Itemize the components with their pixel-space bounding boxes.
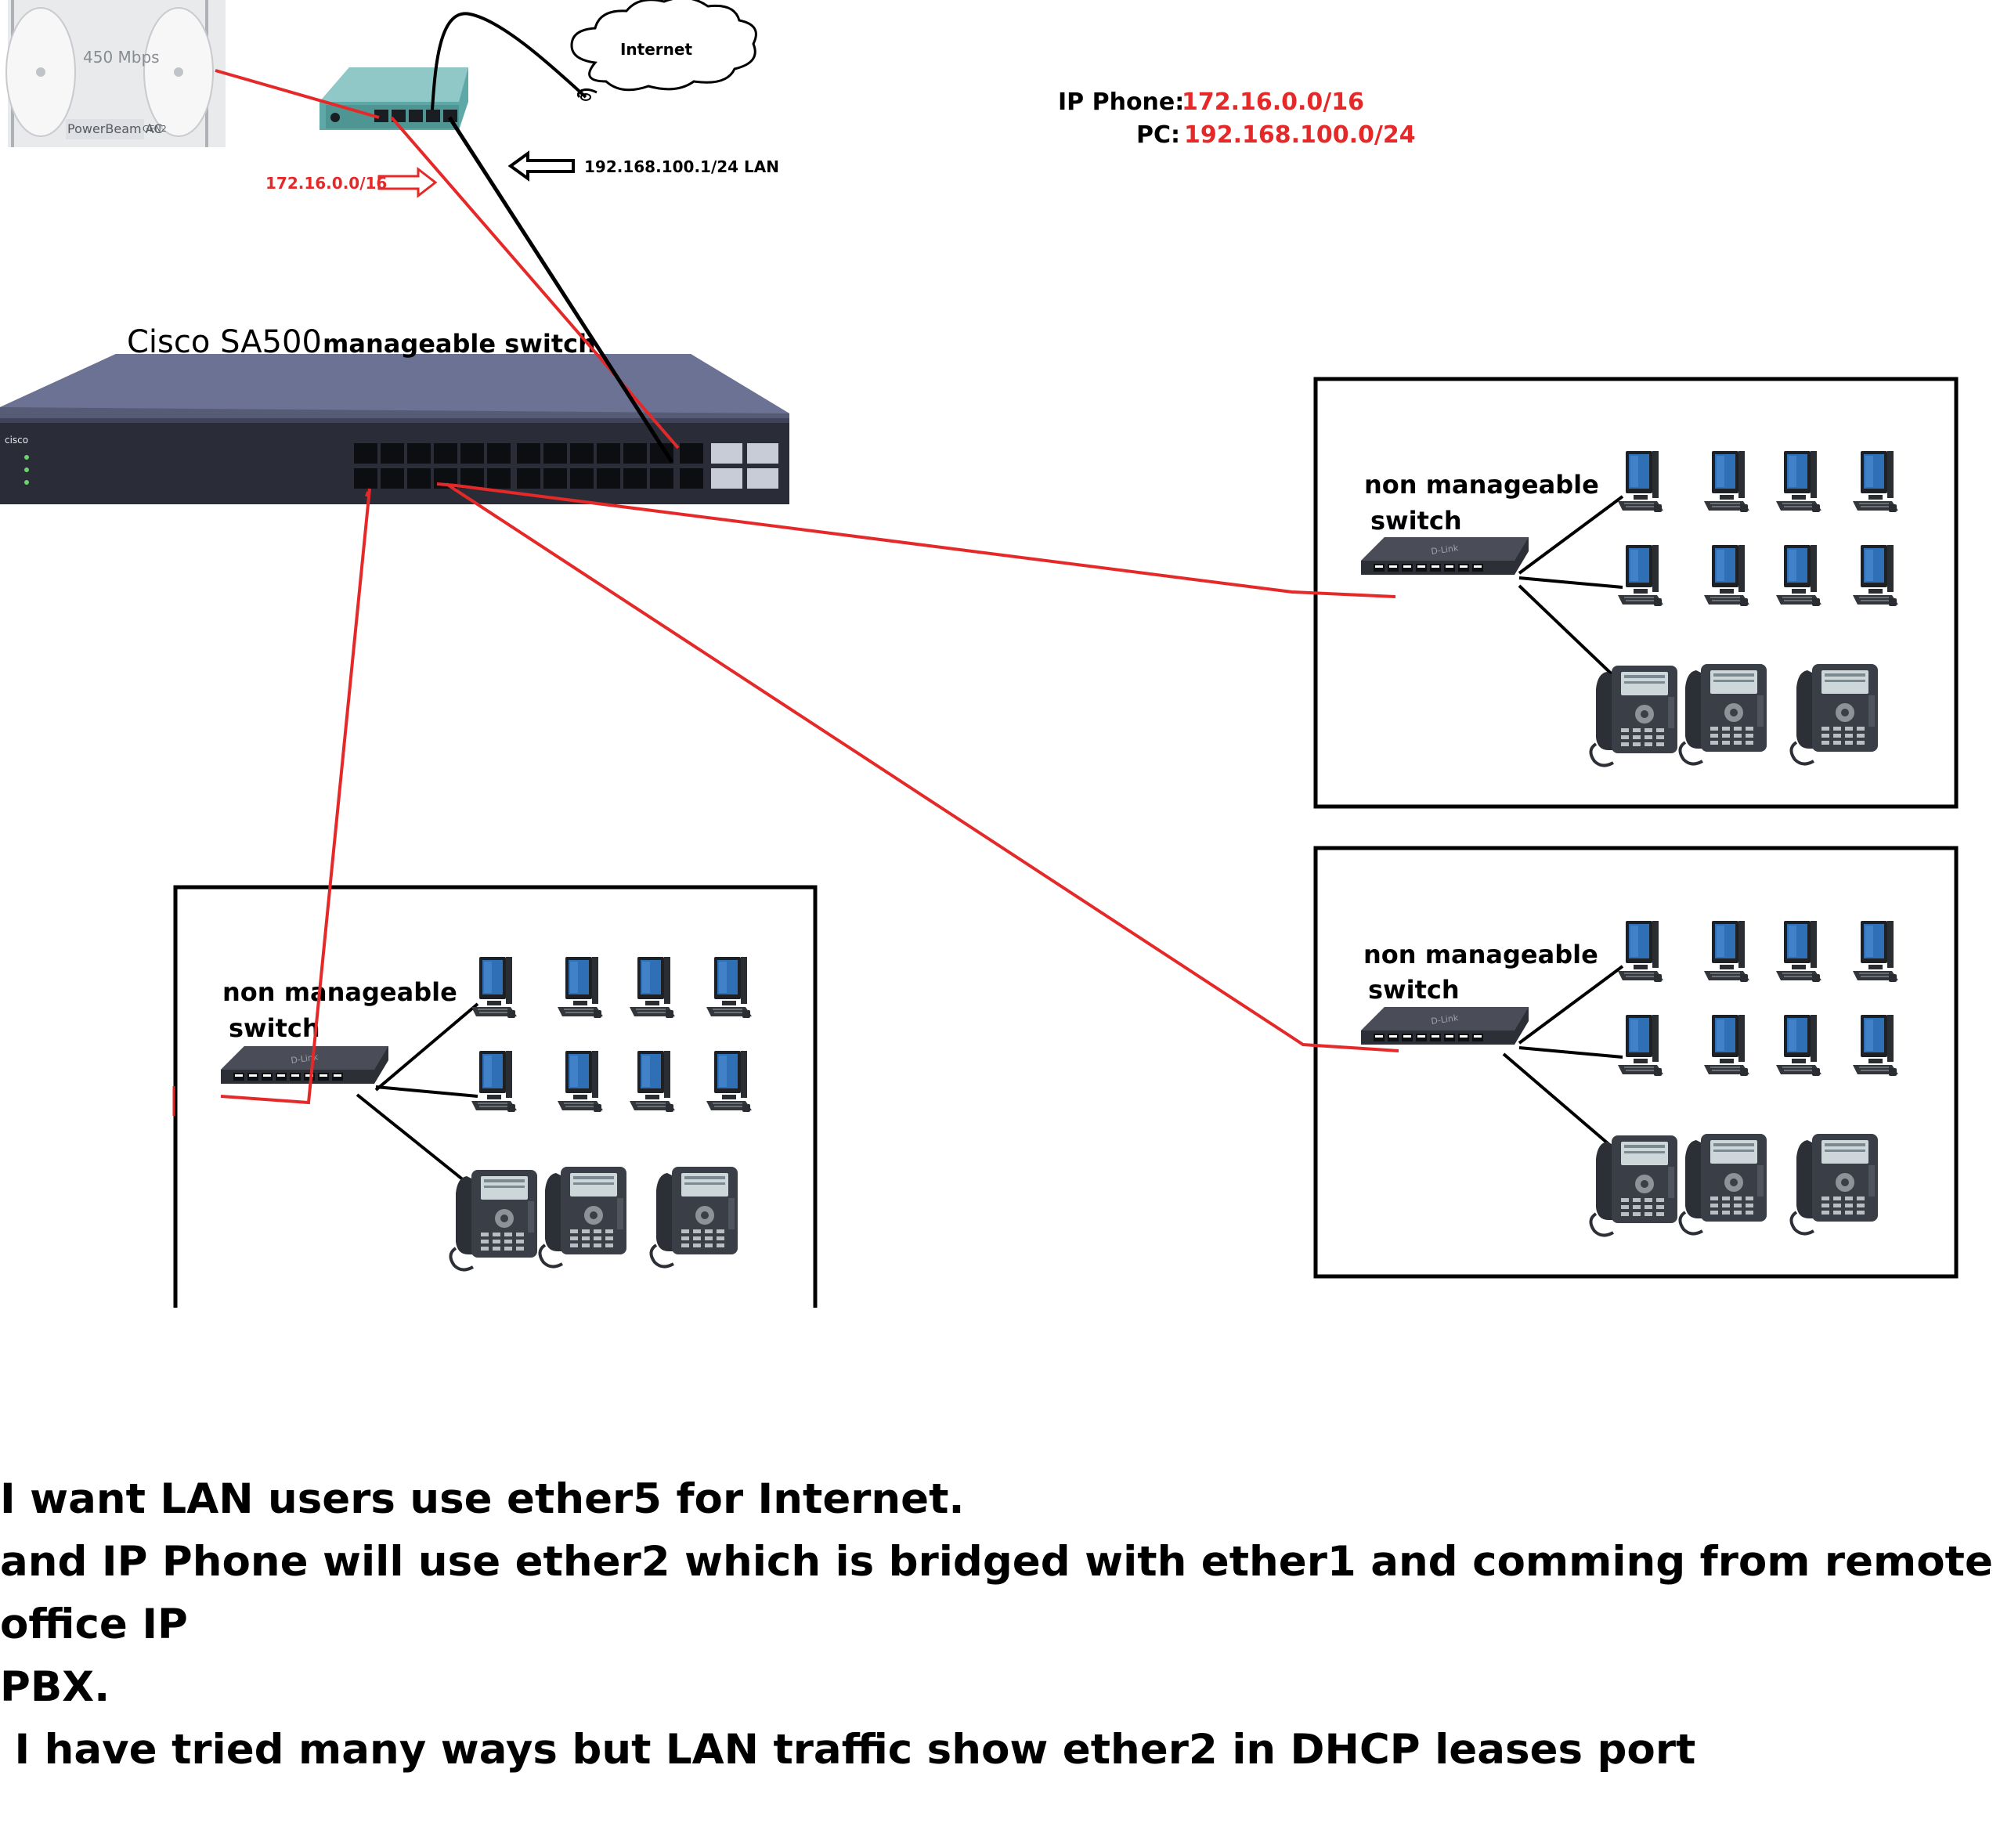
unmanaged-switch-label-2: switch (229, 1013, 320, 1043)
red-links (220, 482, 1399, 1105)
ip-phone-icon (1789, 1132, 1879, 1236)
ip-phone-icon (449, 1168, 539, 1272)
unmanaged-switch-label-2: switch (1368, 975, 1460, 1005)
desktop-computer-icon (1853, 1015, 1898, 1076)
unmanaged-switch-icon (1361, 537, 1529, 575)
unmanaged-switch-icon (221, 1046, 388, 1084)
cisco-type-label: manageable switch (323, 329, 596, 359)
desktop-computer-icon (630, 957, 675, 1018)
subnet-phone-link-label: 172.16.0.0/16 (265, 174, 387, 193)
legend: IP Phone: 172.16.0.0/16 PC: 192.168.100.… (1058, 88, 1416, 149)
question-text: I want LAN users use ether5 for Internet… (0, 1468, 2005, 1781)
desktop-computer-icon (1776, 451, 1821, 512)
antenna-speed-label: 450 Mbps (83, 48, 160, 67)
ip-phone-icon (1678, 1132, 1768, 1236)
unmanaged-switch-label: non manageable (1363, 940, 1598, 969)
question-line-4: I have tried many ways but LAN traffic s… (0, 1726, 1696, 1774)
desktop-computer-icon (471, 957, 517, 1018)
ip-phone-icon (649, 1165, 739, 1269)
desktop-computer-icon (630, 1051, 675, 1112)
cisco-logo: cisco (5, 435, 28, 446)
wan-links (215, 12, 680, 464)
unmanaged-switch-label: non manageable (222, 977, 457, 1007)
unmanaged-switch-label: non manageable (1364, 470, 1599, 500)
ip-phone-icon (1589, 1134, 1679, 1237)
arrow-right-icon (377, 166, 438, 199)
router-icon (320, 67, 468, 130)
lan-link-label: 192.168.100.1/24 LAN (584, 157, 779, 176)
desktop-computer-icon (1776, 921, 1821, 982)
legend-phone-key: IP Phone: (1058, 88, 1184, 116)
office-group-bottom-left: non manageable switch (172, 885, 818, 1308)
antenna-brand-label: PowerBeam AC (67, 121, 163, 136)
desktop-computer-icon (1618, 545, 1663, 606)
unmanaged-switch-icon (1361, 1007, 1529, 1045)
question-line-1: I want LAN users use ether5 for Internet… (0, 1475, 965, 1523)
unmanaged-switch-label-2: switch (1370, 506, 1462, 536)
desktop-computer-icon (1853, 545, 1898, 606)
office-group-bottom-right: non manageable switch (1313, 846, 1959, 1279)
ip-phone-icon (1589, 664, 1679, 767)
desktop-computer-icon (558, 957, 603, 1018)
desktop-computer-icon (558, 1051, 603, 1112)
ip-phone-icon (1678, 662, 1768, 766)
desktop-computer-icon (1618, 921, 1663, 982)
desktop-computer-icon (1776, 545, 1821, 606)
desktop-computer-icon (706, 1051, 752, 1112)
legend-pc-key: PC: (1136, 121, 1180, 149)
question-line-3: PBX. (0, 1663, 110, 1711)
internet-label: Internet (620, 40, 692, 59)
desktop-computer-icon (706, 957, 752, 1018)
antenna-icon: 450 Mbps PowerBeam AC GEN2 (5, 0, 226, 147)
antenna-model-label: GEN2 (143, 124, 167, 134)
desktop-computer-icon (1776, 1015, 1821, 1076)
question-line-2: and IP Phone will use ether2 which is br… (0, 1538, 2008, 1648)
desktop-computer-icon (1618, 1015, 1663, 1076)
cisco-name-label: Cisco SA500 (127, 324, 322, 360)
legend-pc-value: 192.168.100.0/24 (1184, 121, 1416, 149)
desktop-computer-icon (1618, 451, 1663, 512)
desktop-computer-icon (1853, 921, 1898, 982)
desktop-computer-icon (1704, 451, 1749, 512)
desktop-computer-icon (471, 1051, 517, 1112)
cloud-icon (570, 0, 757, 101)
desktop-computer-icon (1704, 545, 1749, 606)
desktop-computer-icon (1704, 1015, 1749, 1076)
desktop-computer-icon (1704, 921, 1749, 982)
ip-phone-icon (1789, 662, 1879, 766)
managed-switch-icon: cisco (0, 354, 789, 504)
arrow-left-icon (507, 150, 575, 182)
office-group-top-right: non manageable switch (1313, 377, 1959, 809)
ip-phone-icon (538, 1165, 628, 1269)
legend-phone-value: 172.16.0.0/16 (1182, 88, 1364, 116)
desktop-computer-icon (1853, 451, 1898, 512)
